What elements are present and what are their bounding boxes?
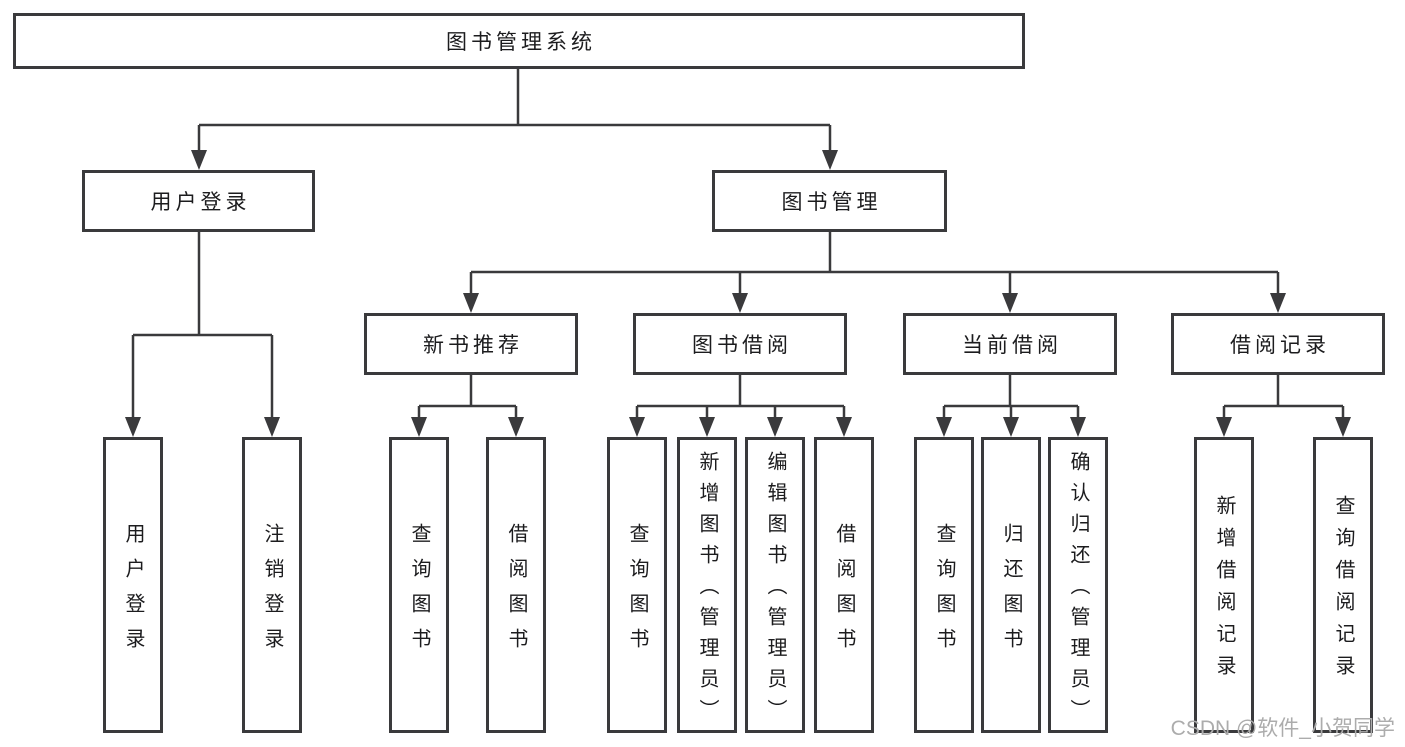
leaf-query-books: 查询图书 (389, 437, 449, 733)
csdn-watermark: CSDN @软件_小贺同学 (1170, 717, 1395, 740)
leaf-label: 注销登录 (261, 522, 283, 663)
node-label: 借阅记录 (1230, 334, 1330, 357)
leaf-borrow-books: 借阅图书 (486, 437, 546, 733)
leaf-borrow-books: 借阅图书 (814, 437, 874, 733)
node-new-book-recommend: 新书推荐 (364, 313, 578, 375)
leaf-add-book-admin: 新增图书（管理员） (677, 437, 737, 733)
leaf-label: 查询借阅记录 (1332, 495, 1354, 687)
leaf-label: 查询图书 (626, 522, 648, 663)
leaf-label: 查询图书 (408, 522, 430, 663)
node-label: 图书借阅 (692, 334, 792, 357)
node-current-borrow: 当前借阅 (903, 313, 1117, 375)
leaf-query-books: 查询图书 (914, 437, 974, 733)
node-label: 用户登录 (150, 191, 251, 214)
leaf-add-borrow-record: 新增借阅记录 (1194, 437, 1254, 733)
node-book-borrow: 图书借阅 (633, 313, 847, 375)
leaf-label: 借阅图书 (505, 522, 527, 663)
node-borrow-records: 借阅记录 (1171, 313, 1385, 375)
leaf-user-login: 用户登录 (103, 437, 163, 733)
node-library-system: 图书管理系统 (13, 13, 1025, 69)
node-book-management: 图书管理 (712, 170, 947, 232)
leaf-edit-book-admin: 编辑图书（管理员） (745, 437, 805, 733)
leaf-logout: 注销登录 (242, 437, 302, 733)
node-label: 图书管理 (781, 191, 882, 214)
node-label: 新书推荐 (423, 334, 523, 357)
leaf-label: 新增图书（管理员） (696, 451, 718, 730)
leaf-label: 借阅图书 (833, 522, 855, 663)
leaf-return-books: 归还图书 (981, 437, 1041, 733)
node-label: 当前借阅 (962, 334, 1062, 357)
leaf-label: 新增借阅记录 (1213, 495, 1235, 687)
leaf-label: 查询图书 (933, 522, 955, 663)
node-user-login: 用户登录 (82, 170, 315, 232)
node-label: 图书管理系统 (446, 31, 596, 54)
leaf-query-books: 查询图书 (607, 437, 667, 733)
leaf-query-borrow-record: 查询借阅记录 (1313, 437, 1373, 733)
leaf-label: 归还图书 (1000, 522, 1022, 663)
leaf-label: 编辑图书（管理员） (764, 451, 786, 730)
leaf-confirm-return-admin: 确认归还（管理员） (1048, 437, 1108, 733)
leaf-label: 确认归还（管理员） (1067, 451, 1089, 730)
leaf-label: 用户登录 (122, 522, 144, 663)
